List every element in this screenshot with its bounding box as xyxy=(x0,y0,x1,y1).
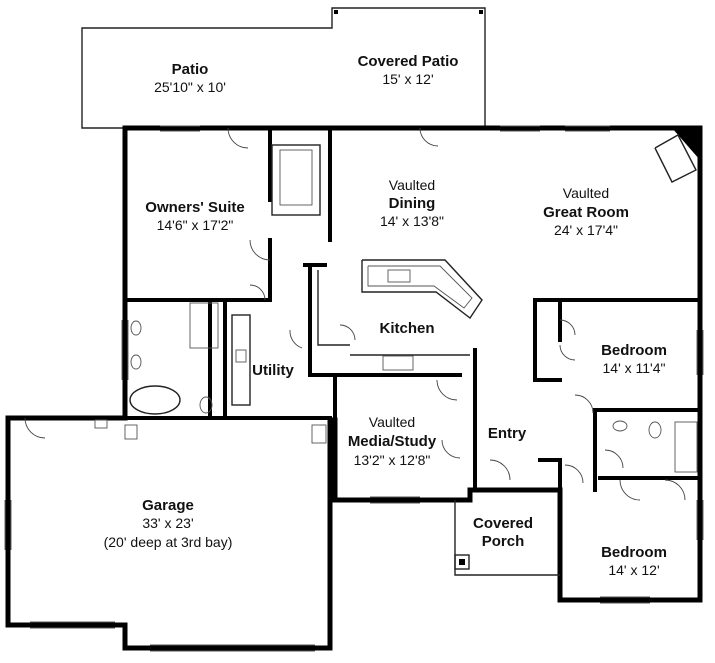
covered-patio-dims: 15' x 12' xyxy=(382,71,433,87)
garage-name: Garage xyxy=(142,497,194,514)
room-covered-patio: Covered Patio 15' x 12' xyxy=(358,53,459,87)
owners-bath xyxy=(129,302,219,415)
kitchen-island xyxy=(361,259,483,320)
garage-dims: 33' x 23' xyxy=(142,515,193,531)
room-kitchen: Kitchen xyxy=(379,320,434,337)
hall-bath xyxy=(612,420,698,473)
dining-name: Dining xyxy=(389,195,436,212)
bedroom-2-dims: 14' x 12' xyxy=(608,562,659,578)
bedroom-1-name: Bedroom xyxy=(601,342,667,359)
room-owners-suite: Owners' Suite 14'6" x 17'2" xyxy=(145,199,244,233)
utility-name: Utility xyxy=(252,362,294,379)
great-room-dims: 24' x 17'4" xyxy=(554,222,618,238)
kitchen-name: Kitchen xyxy=(379,320,434,337)
patio-dims: 25'10" x 10' xyxy=(154,79,226,95)
bedroom-2-name: Bedroom xyxy=(601,544,667,561)
media-study-desc: Vaulted xyxy=(369,414,415,430)
bedroom-1-dims: 14' x 11'4" xyxy=(603,360,666,376)
dining-dims: 14' x 13'8" xyxy=(380,213,444,229)
room-utility: Utility xyxy=(252,362,294,379)
windows xyxy=(4,125,704,604)
room-media-study: Vaulted Media/Study 13'2" x 12'8" xyxy=(348,414,437,468)
entry-name: Entry xyxy=(488,425,527,442)
room-patio: Patio 25'10" x 10' xyxy=(154,61,226,95)
kitchen-counter xyxy=(317,270,470,371)
room-bedroom-1: Bedroom 14' x 11'4" xyxy=(601,342,667,376)
room-covered-porch: Covered Porch xyxy=(473,515,533,550)
room-great-room: Vaulted Great Room 24' x 17'4" xyxy=(543,185,629,238)
doors xyxy=(24,127,686,501)
owners-suite-dims: 14'6" x 17'2" xyxy=(157,217,234,233)
media-study-dims: 13'2" x 12'8" xyxy=(354,452,431,468)
closet xyxy=(271,144,321,216)
room-dining: Vaulted Dining 14' x 13'8" xyxy=(380,177,444,229)
covered-porch-name: Covered xyxy=(473,515,533,532)
fireplace xyxy=(672,128,700,160)
patio-name: Patio xyxy=(172,61,209,78)
garage-doors xyxy=(30,419,327,652)
garage-note: (20' deep at 3rd bay) xyxy=(104,534,233,550)
owners-suite-name: Owners' Suite xyxy=(145,199,244,216)
room-entry: Entry xyxy=(488,425,527,442)
porch xyxy=(454,500,560,576)
covered-porch-name2: Porch xyxy=(482,533,525,550)
room-garage: Garage 33' x 23' (20' deep at 3rd bay) xyxy=(104,497,233,550)
covered-patio-name: Covered Patio xyxy=(358,53,459,70)
laundry xyxy=(231,314,251,406)
great-room-name: Great Room xyxy=(543,204,629,221)
dining-desc: Vaulted xyxy=(389,177,435,193)
room-bedroom-2: Bedroom 14' x 12' xyxy=(601,544,667,578)
great-room-desc: Vaulted xyxy=(563,185,609,201)
media-study-name: Media/Study xyxy=(348,433,437,450)
patio-area xyxy=(81,7,486,129)
